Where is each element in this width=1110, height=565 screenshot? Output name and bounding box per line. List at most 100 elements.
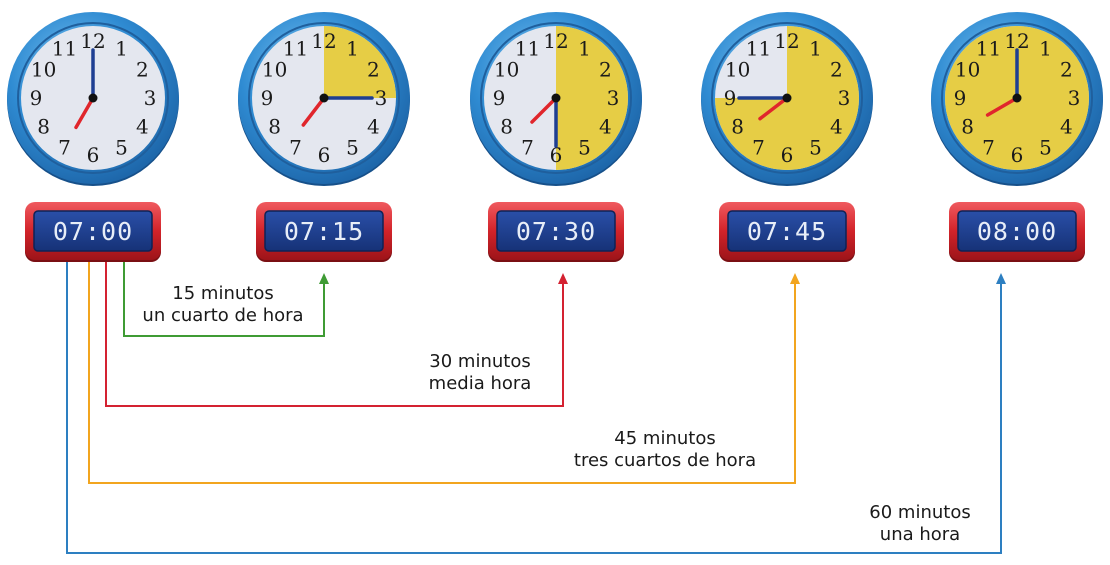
interval-connector <box>105 262 568 407</box>
interval-label-60: 60 minutos una hora <box>845 502 995 546</box>
dial-numeral: 9 <box>261 86 274 110</box>
digital-display: 07:15 <box>256 202 392 262</box>
dial-numeral: 4 <box>136 115 149 139</box>
dial-numeral: 6 <box>1011 143 1024 167</box>
dial-numeral: 4 <box>1060 115 1073 139</box>
interval-minutes-text: 45 minutos <box>614 428 716 449</box>
dial-numeral: 9 <box>954 86 967 110</box>
interval-connector <box>88 262 800 484</box>
dial-numeral: 11 <box>515 37 540 61</box>
arrow-head-icon <box>319 273 329 284</box>
dial-numeral: 10 <box>494 58 519 82</box>
hour-hand <box>758 96 789 121</box>
dial-numeral: 7 <box>289 135 302 159</box>
clock-center-pin <box>1012 93 1022 103</box>
interval-name-text: tres cuartos de hora <box>573 450 757 471</box>
hour-hand <box>985 96 1019 117</box>
digital-time-text: 07:15 <box>284 217 364 246</box>
dial-numeral: 1 <box>578 37 591 61</box>
hour-hand <box>74 96 95 130</box>
digital-display: 07:00 <box>25 202 161 262</box>
display-screen <box>264 210 384 252</box>
interval-connector <box>66 262 1006 554</box>
dial-numeral: 12 <box>774 29 799 53</box>
connector-line <box>66 262 1002 554</box>
dial-numeral: 6 <box>318 143 331 167</box>
dial-numeral: 3 <box>838 86 851 110</box>
elapsed-sector <box>556 26 628 170</box>
digital-time-text: 08:00 <box>977 217 1057 246</box>
interval-label-45: 45 minutos tres cuartos de hora <box>545 428 785 472</box>
dial-numeral: 3 <box>375 86 388 110</box>
dial-numeral: 7 <box>521 135 534 159</box>
dial-numeral: 1 <box>346 37 359 61</box>
connector-line <box>88 262 796 484</box>
connector-line <box>123 262 325 337</box>
display-screen <box>727 210 847 252</box>
display-screen <box>496 210 616 252</box>
dial-numeral: 2 <box>599 58 612 82</box>
clock-rim-inner-edge <box>17 22 169 174</box>
dial-numeral: 8 <box>268 115 281 139</box>
dial-numeral: 4 <box>599 115 612 139</box>
dial-numeral: 3 <box>144 86 157 110</box>
dial-numeral: 7 <box>752 135 765 159</box>
digital-time-text: 07:45 <box>747 217 827 246</box>
dial-numeral: 10 <box>262 58 287 82</box>
display-screen <box>33 210 153 252</box>
dial-numeral: 2 <box>830 58 843 82</box>
digital-time-text: 07:30 <box>516 217 596 246</box>
digital-time-text: 07:00 <box>53 217 133 246</box>
clock-center-pin <box>88 93 98 103</box>
interval-label-15: 15 minutos un cuarto de hora <box>128 283 318 327</box>
interval-minutes-text: 30 minutos <box>429 351 531 372</box>
dial-numeral: 10 <box>725 58 750 82</box>
dial-numeral: 8 <box>961 115 974 139</box>
clock-rim-inner-edge <box>248 22 400 174</box>
dial-numeral: 6 <box>550 143 563 167</box>
interval-name-text: media hora <box>428 373 532 394</box>
dial-numeral: 5 <box>115 135 128 159</box>
dial-numeral: 9 <box>493 86 506 110</box>
digital-display: 08:00 <box>949 202 1085 262</box>
dial-numeral: 2 <box>367 58 380 82</box>
dial-numeral: 5 <box>578 135 591 159</box>
dial-numeral: 6 <box>781 143 794 167</box>
dial-numeral: 1 <box>1039 37 1052 61</box>
dial-numeral: 9 <box>30 86 43 110</box>
dial-numeral: 11 <box>746 37 771 61</box>
connector-line <box>105 262 564 407</box>
dial-numeral: 1 <box>115 37 128 61</box>
clock-rim-inner-edge <box>711 22 863 174</box>
dial-numeral: 4 <box>830 115 843 139</box>
elapsed-sector <box>324 26 396 98</box>
display-screen <box>957 210 1077 252</box>
arrow-head-icon <box>558 273 568 284</box>
interval-name-text: una hora <box>879 524 961 545</box>
hour-hand <box>301 96 326 127</box>
dial-numeral: 10 <box>955 58 980 82</box>
dial-numeral: 2 <box>136 58 149 82</box>
dial-numeral: 5 <box>346 135 359 159</box>
clock-center-pin <box>319 93 329 103</box>
dial-numeral: 9 <box>724 86 737 110</box>
interval-name-text: un cuarto de hora <box>142 305 304 326</box>
dial-numeral: 5 <box>1039 135 1052 159</box>
dial-numeral: 8 <box>500 115 513 139</box>
arrow-head-icon <box>996 273 1006 284</box>
arrow-head-icon <box>790 273 800 284</box>
interval-minutes-text: 60 minutos <box>869 502 971 523</box>
dial-numeral: 11 <box>283 37 308 61</box>
hour-hand <box>530 96 558 124</box>
dial-numeral: 8 <box>37 115 50 139</box>
dial-numeral: 3 <box>607 86 620 110</box>
dial-numeral: 2 <box>1060 58 1073 82</box>
digital-display: 07:30 <box>488 202 624 262</box>
